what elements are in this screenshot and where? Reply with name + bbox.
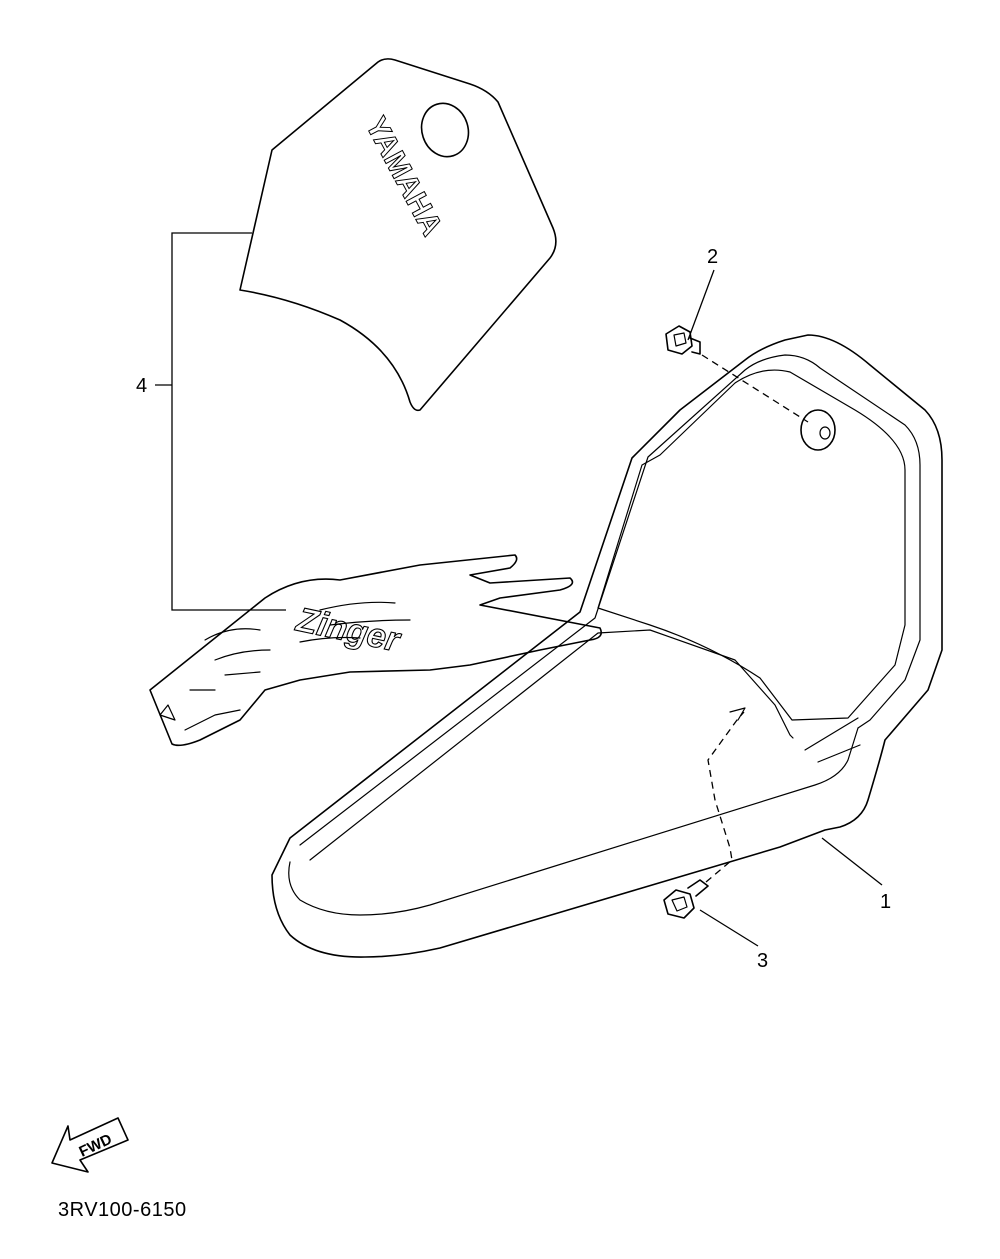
bolt-bottom bbox=[663, 707, 746, 919]
callout-4: 4 bbox=[136, 375, 147, 397]
front-decal: YAMAHA bbox=[239, 58, 557, 412]
callout-2: 2 bbox=[707, 246, 718, 268]
seat bbox=[271, 334, 943, 958]
fwd-arrow-icon: FWD bbox=[51, 1117, 129, 1173]
decal-brand-text: YAMAHA bbox=[359, 112, 449, 241]
drawing-code: 3RV100-6150 bbox=[58, 1199, 187, 1221]
callout-3: 3 bbox=[757, 950, 768, 972]
callout-1: 1 bbox=[880, 891, 891, 913]
bolt-top bbox=[665, 325, 809, 423]
side-decal: Zinger bbox=[149, 554, 603, 747]
leader-lines bbox=[155, 232, 883, 947]
decal-model-text: Zinger bbox=[292, 600, 404, 659]
